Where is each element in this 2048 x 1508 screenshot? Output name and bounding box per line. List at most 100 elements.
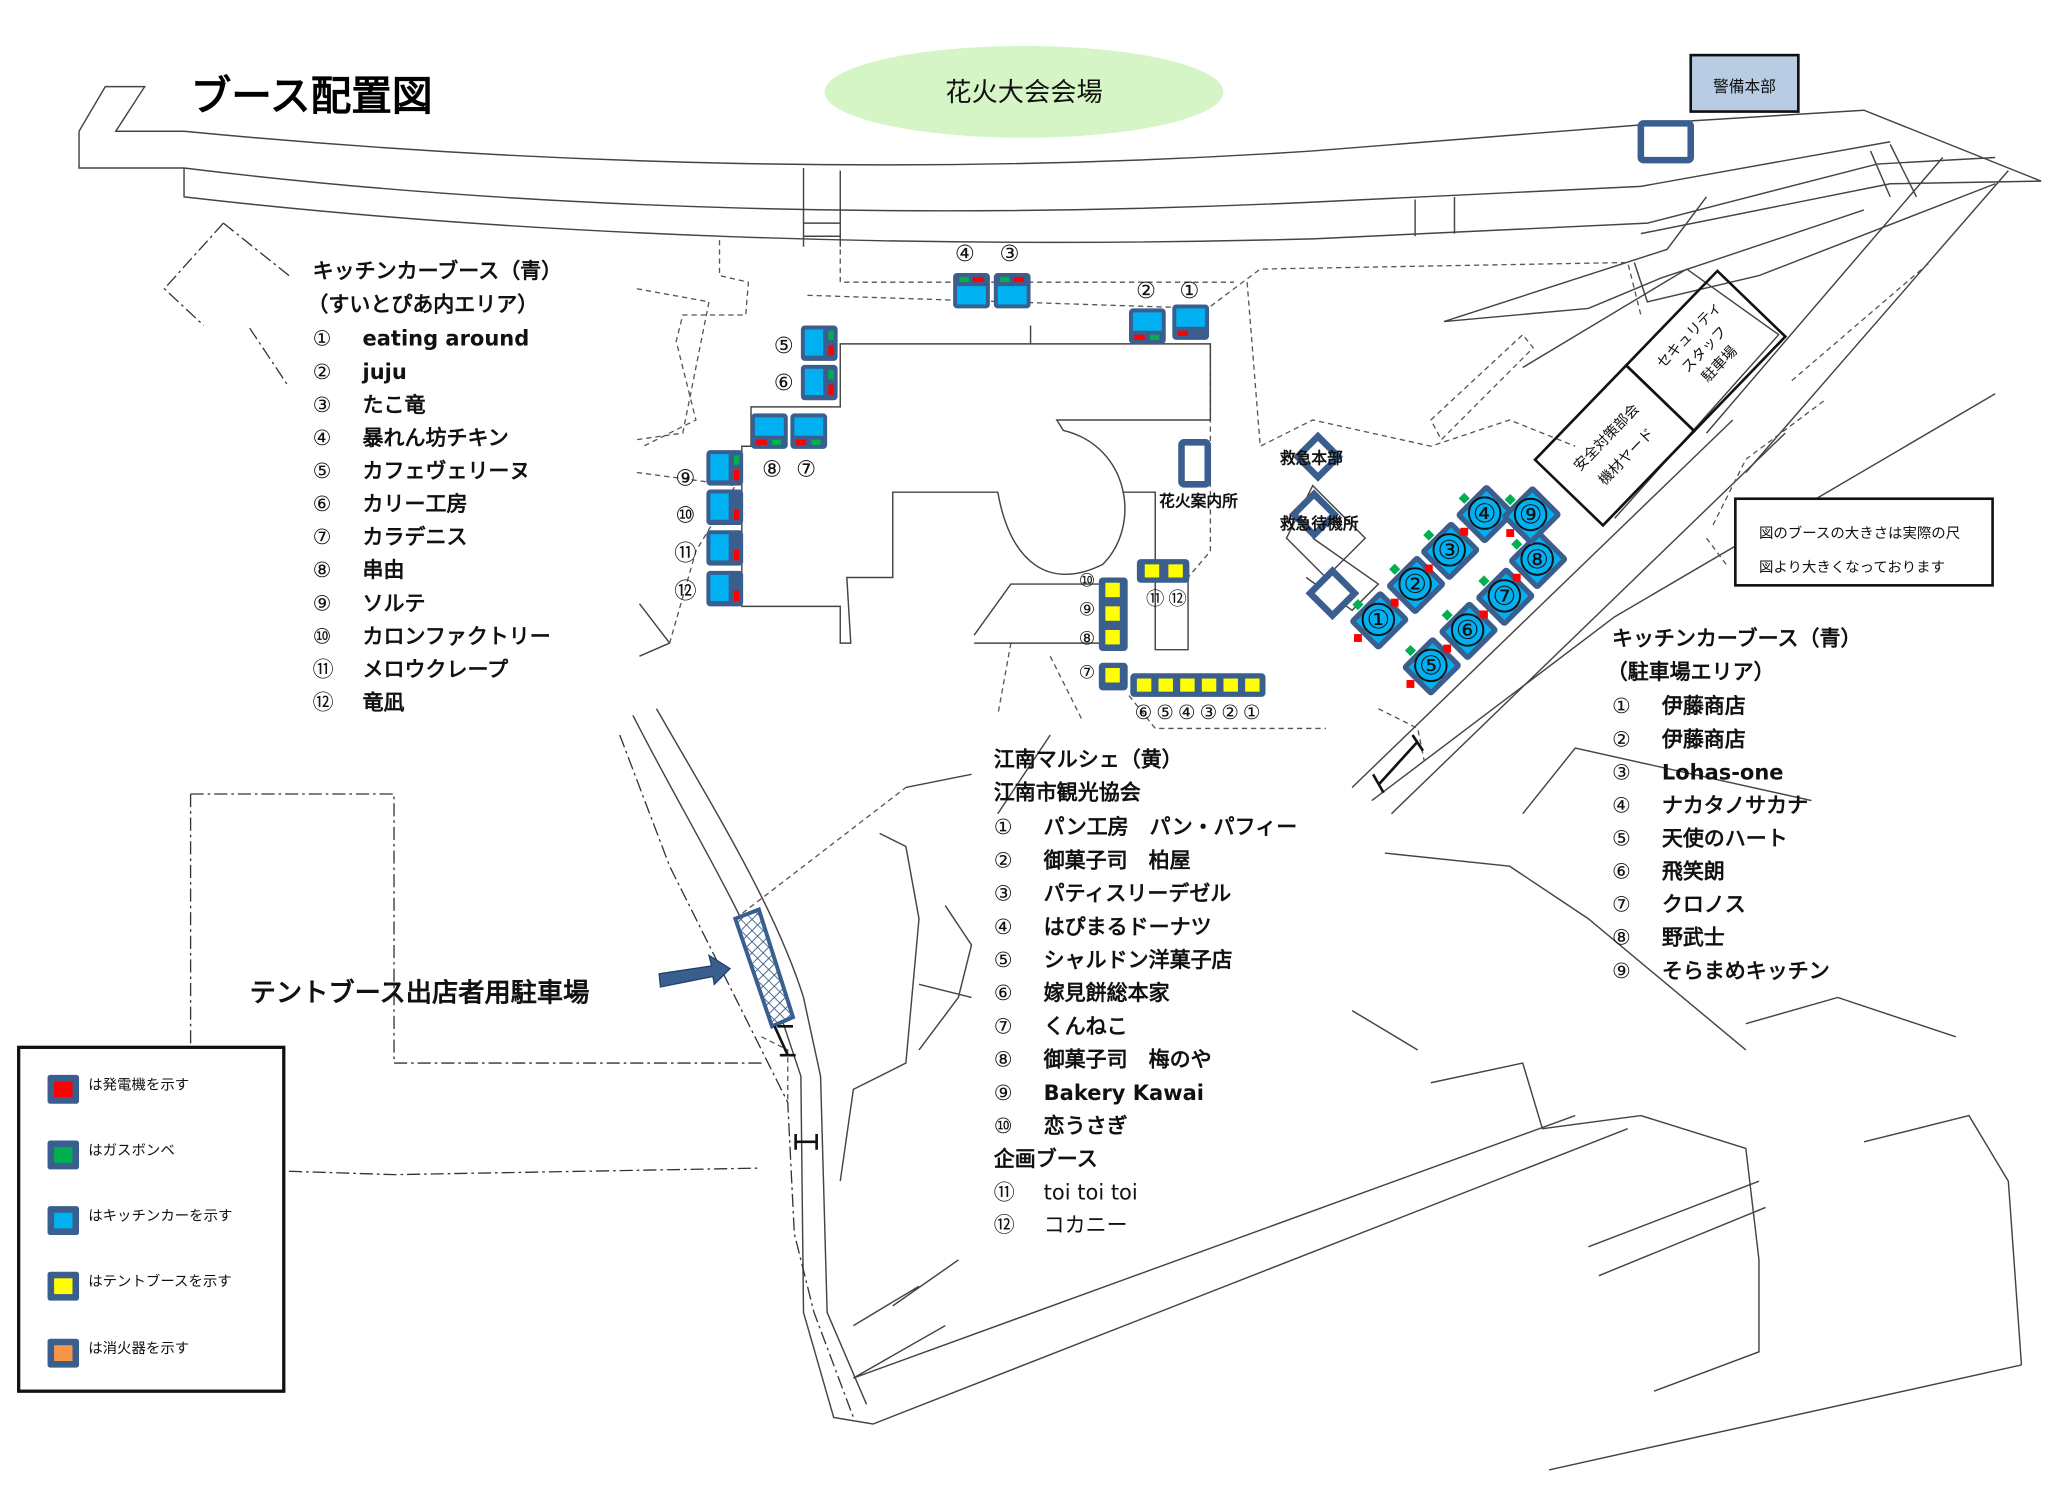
tent-exhibitor-parking: テントブース出店者用駐車場 <box>250 734 1425 1150</box>
generator-icon <box>1512 573 1521 582</box>
list-item-number: ⑤ <box>313 459 332 483</box>
booth-number: ⑥ <box>774 370 794 396</box>
generator-icon <box>1390 598 1399 607</box>
fireworks-venue: 花火大会会場 <box>824 45 1224 138</box>
gas-cylinder-icon <box>1149 334 1160 340</box>
list-item-name: 暴れん坊チキン <box>363 426 509 450</box>
kitchen-car-booth <box>800 325 838 361</box>
generator-icon <box>1406 680 1415 688</box>
list-item-name: そらまめキッチン <box>1662 959 1830 983</box>
booth-number: ⑨ <box>675 466 695 492</box>
list-item-name: toi toi toi <box>1044 1181 1138 1205</box>
list-item-number: ⑪ <box>994 1181 1015 1205</box>
booth-number: ⑧ <box>1525 545 1549 575</box>
kitchen-car-booth <box>706 489 744 525</box>
kitchen-car-booth <box>790 413 828 449</box>
kitchen-car-icon <box>804 329 824 356</box>
list-item-name: 御菓子司 梅のや <box>1043 1048 1212 1072</box>
generator-icon <box>1460 527 1469 536</box>
tent-booth <box>1105 582 1120 598</box>
gas-cylinder-icon <box>1441 609 1453 621</box>
legend-item: はキッチンカーを示す <box>47 1206 232 1236</box>
list-subheading: （すいとぴあ内エリア） <box>307 292 538 316</box>
list-item-number: ⑨ <box>313 591 332 615</box>
list-item-name: パティスリーデゼル <box>1044 882 1232 906</box>
booth-number: ② <box>1136 278 1156 304</box>
legend-swatch-icon <box>54 1147 73 1163</box>
tent-booth <box>1223 678 1238 692</box>
booth-number: ④ <box>955 241 975 267</box>
list-subheading: 江南市観光協会 <box>994 781 1141 805</box>
booth-number: ⑫ <box>674 578 696 604</box>
list-item-number: ③ <box>1612 760 1631 784</box>
booth-number: ⑫ <box>1168 589 1186 610</box>
list-item-number: ⑪ <box>313 657 334 681</box>
generator-icon <box>1424 564 1433 573</box>
booth-number: ⑩ <box>675 502 695 528</box>
legend-label: はテントブースを示す <box>88 1272 232 1290</box>
booth-number: ① <box>1367 606 1391 636</box>
list-item-number: ⑥ <box>1612 860 1631 884</box>
info-center: 花火案内所 <box>1159 439 1238 511</box>
booth-number: ② <box>1221 701 1239 724</box>
security-hq: 警備本部 <box>1637 53 1800 164</box>
legend-label: はガスボンベ <box>88 1142 175 1159</box>
legend-item: はテントブースを示す <box>47 1271 232 1301</box>
kitchen-car-booth <box>706 530 744 566</box>
list-item-number: ③ <box>313 393 332 417</box>
list-item-name: カフェヴェリーヌ <box>363 459 531 483</box>
list-item-name: 竜凪 <box>363 691 405 715</box>
kitchen-car-icon <box>710 493 729 520</box>
list-item-name: juju <box>362 360 407 384</box>
generator-icon <box>1354 634 1362 642</box>
list-item-name: 野武士 <box>1662 926 1725 950</box>
kitchen-car-icon <box>1132 312 1162 331</box>
gas-cylinder-icon <box>828 370 834 380</box>
generator-icon <box>1177 330 1189 336</box>
kitchen-car-icon <box>1176 308 1206 327</box>
list-heading: 江南マルシェ（黄） <box>994 747 1183 771</box>
list-item-name: 飛笑朗 <box>1662 860 1725 884</box>
list-item-name: たこ竜 <box>363 393 426 417</box>
booth-number: ⑤ <box>1419 652 1443 682</box>
generator-icon <box>1013 276 1024 283</box>
booth-number: ⑦ <box>1493 582 1517 612</box>
booth-number: ⑤ <box>1156 701 1174 724</box>
list-heading: 企画ブース <box>993 1147 1098 1171</box>
booth-number: ③ <box>1000 241 1020 267</box>
legend-label: はキッチンカーを示す <box>88 1208 232 1225</box>
booth-number: ⑧ <box>1079 628 1095 649</box>
list-item-number: ⑫ <box>994 1213 1015 1237</box>
page-title: ブース配置図 <box>191 72 433 120</box>
first-aid-standby-label: 救急待機所 <box>1280 514 1359 533</box>
generator-icon <box>828 345 834 356</box>
legend-label: は発電機を示す <box>88 1076 189 1093</box>
list-item-number: ③ <box>994 882 1013 906</box>
list-subheading: （駐車場エリア） <box>1607 660 1775 684</box>
gas-cylinder-icon <box>733 455 740 465</box>
legend-swatch-icon <box>54 1081 73 1098</box>
tent-booth <box>1105 629 1120 645</box>
booth-number: ⑦ <box>796 456 816 482</box>
booth-number: ⑤ <box>774 333 794 359</box>
kitchen-car-icon <box>710 454 729 481</box>
list-item-name: コカニー <box>1044 1213 1128 1237</box>
kitchen-car-booth <box>706 570 744 607</box>
booth-number: ④ <box>1473 499 1497 529</box>
kitchen-car-booth <box>1172 304 1210 340</box>
legend-swatch-icon <box>54 1345 73 1362</box>
tent-booth <box>1245 678 1260 692</box>
gas-cylinder-icon <box>959 276 969 283</box>
tent-booth <box>1168 564 1183 578</box>
gas-cylinder-icon <box>811 439 821 445</box>
list-item-name: 御菓子司 柏屋 <box>1043 848 1191 872</box>
list-item-name: クロノス <box>1662 893 1746 917</box>
info-center-label: 花火案内所 <box>1159 492 1238 511</box>
booth-number: ⑥ <box>1135 701 1153 724</box>
